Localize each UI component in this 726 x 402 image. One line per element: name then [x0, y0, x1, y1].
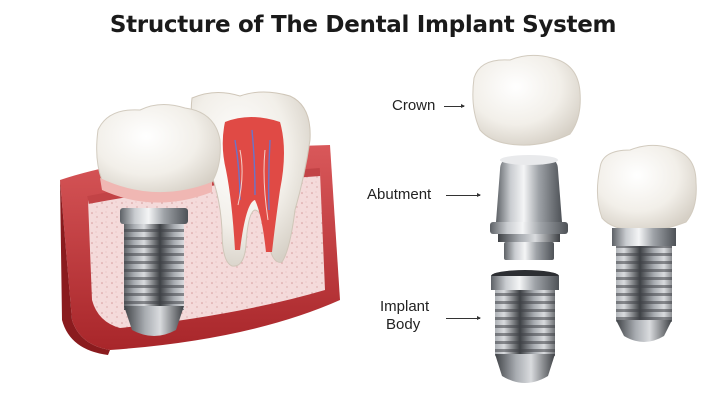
crown-part — [472, 54, 581, 146]
abutment-leader-line — [446, 193, 481, 197]
implant-label-line2: Body — [386, 316, 421, 333]
crown-leader-line — [444, 104, 465, 108]
crown-label: Crown — [392, 97, 436, 114]
implant-label-line1: Implant — [380, 298, 430, 315]
natural-tooth — [190, 91, 311, 267]
abutment-label: Abutment — [367, 186, 432, 203]
implant-body-leader-line — [446, 316, 481, 320]
implant-body-label: Implant Body — [380, 298, 429, 334]
implant-body-part — [491, 270, 559, 383]
assembled-implant — [596, 144, 697, 342]
implant-in-jaw — [120, 208, 188, 336]
crown-on-implant — [96, 104, 221, 203]
diagram-title: Structure of The Dental Implant System — [109, 12, 617, 38]
abutment-part — [490, 155, 568, 260]
